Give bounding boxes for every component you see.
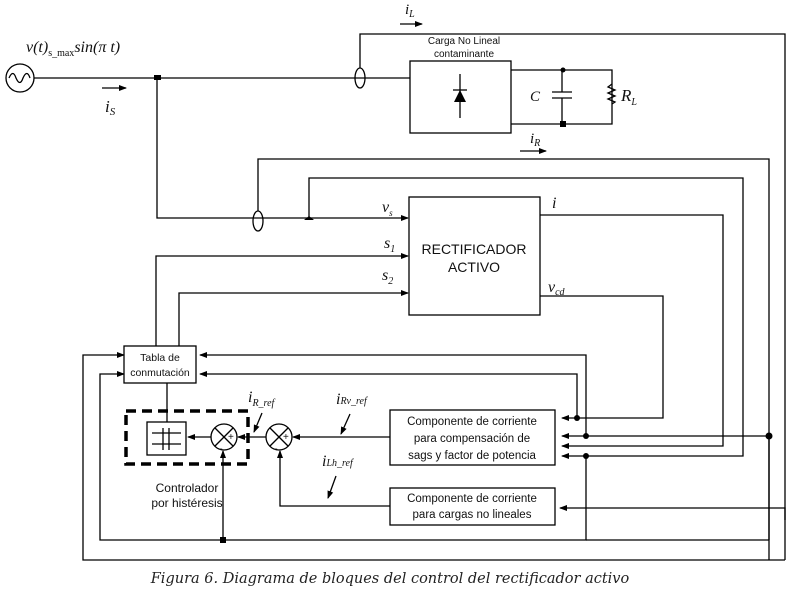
pointer-arrow <box>253 412 263 433</box>
load-title-2: contaminante <box>434 49 494 60</box>
i-output-label: i <box>552 195 556 212</box>
s1-label: s1 <box>384 235 395 255</box>
switching-table-title: Tabla de <box>140 352 180 364</box>
nonlinear-block-line1: Componente de corriente <box>407 493 537 505</box>
svg-text:-: - <box>274 443 278 455</box>
sag-compensation-block <box>389 409 556 466</box>
svg-text:-: - <box>219 443 223 455</box>
s2-line <box>178 290 409 346</box>
sag-block-line1: Componente de corriente <box>407 416 537 428</box>
diode-icon <box>453 74 467 118</box>
table-input-2 <box>199 352 587 436</box>
vcd-feedback-wire <box>540 295 664 421</box>
sine-wave-icon <box>8 72 31 84</box>
switching-table-title-2: conmutación <box>130 367 190 379</box>
sag-block-line2: para compensación de <box>414 433 530 445</box>
s1-line <box>155 253 409 346</box>
hysteresis-block <box>146 421 187 456</box>
rectifier-title: RECTIFICADOR <box>422 241 527 257</box>
switching-table-block <box>123 345 197 384</box>
table-input-1 <box>199 371 578 418</box>
ir-ref-label: iR_ref <box>248 389 276 409</box>
vs-sense-wire <box>308 177 744 459</box>
rectifier-title-2: ACTIVO <box>448 259 500 275</box>
i-feedback-wire <box>540 214 724 449</box>
junction-node <box>154 75 161 80</box>
irv-ref-label: iRv_ref <box>336 391 368 408</box>
il-sense-wire <box>359 33 786 560</box>
figure-caption: Figura 6. Diagrama de bloques del contro… <box>150 571 630 587</box>
il-feedback-wire <box>559 505 786 520</box>
ilh-ref-label: iLh_ref <box>322 453 354 470</box>
pointer-arrow <box>327 475 337 499</box>
ir-sense-wire <box>257 158 770 560</box>
pointer-arrow <box>340 413 351 435</box>
summing-junction-1: + - <box>210 423 238 455</box>
hysteresis-label-2: por histéresis <box>151 496 222 510</box>
vcd-label: vcd <box>548 279 566 298</box>
node-dot <box>560 67 566 73</box>
is-label: iS <box>105 97 116 118</box>
node-square <box>560 121 566 127</box>
sag-block-line3: sags y factor de potencia <box>408 450 536 462</box>
nonlinear-block-line2: para cargas no lineales <box>413 509 532 521</box>
resistor-label: RL <box>620 86 637 108</box>
s2-label: s2 <box>382 267 393 287</box>
current-sensor-ir <box>252 210 264 232</box>
vs-label: vs <box>382 199 393 218</box>
hysteresis-icon <box>152 428 181 450</box>
il-label: iL <box>405 2 415 20</box>
resistor-icon <box>606 83 617 105</box>
svg-text:+: + <box>228 432 234 443</box>
capacitor-label: C <box>530 89 541 105</box>
node-square <box>220 537 226 543</box>
nonlinear-current-block <box>389 487 556 526</box>
source-label: v(t)s_maxsin(π t) <box>26 39 120 59</box>
table-input-4 <box>82 352 785 561</box>
svg-text:+: + <box>283 432 289 443</box>
ir-label: iR <box>530 131 540 149</box>
hysteresis-label: Controlador <box>156 481 219 495</box>
vs-line <box>156 80 409 221</box>
table-input-3 <box>99 371 587 541</box>
ac-source <box>5 63 35 93</box>
load-title: Carga No Lineal <box>428 36 500 47</box>
wire <box>277 450 390 507</box>
node-dot <box>304 216 314 220</box>
active-rectifier-block <box>408 196 541 316</box>
summing-junction-2: + - <box>265 423 293 455</box>
